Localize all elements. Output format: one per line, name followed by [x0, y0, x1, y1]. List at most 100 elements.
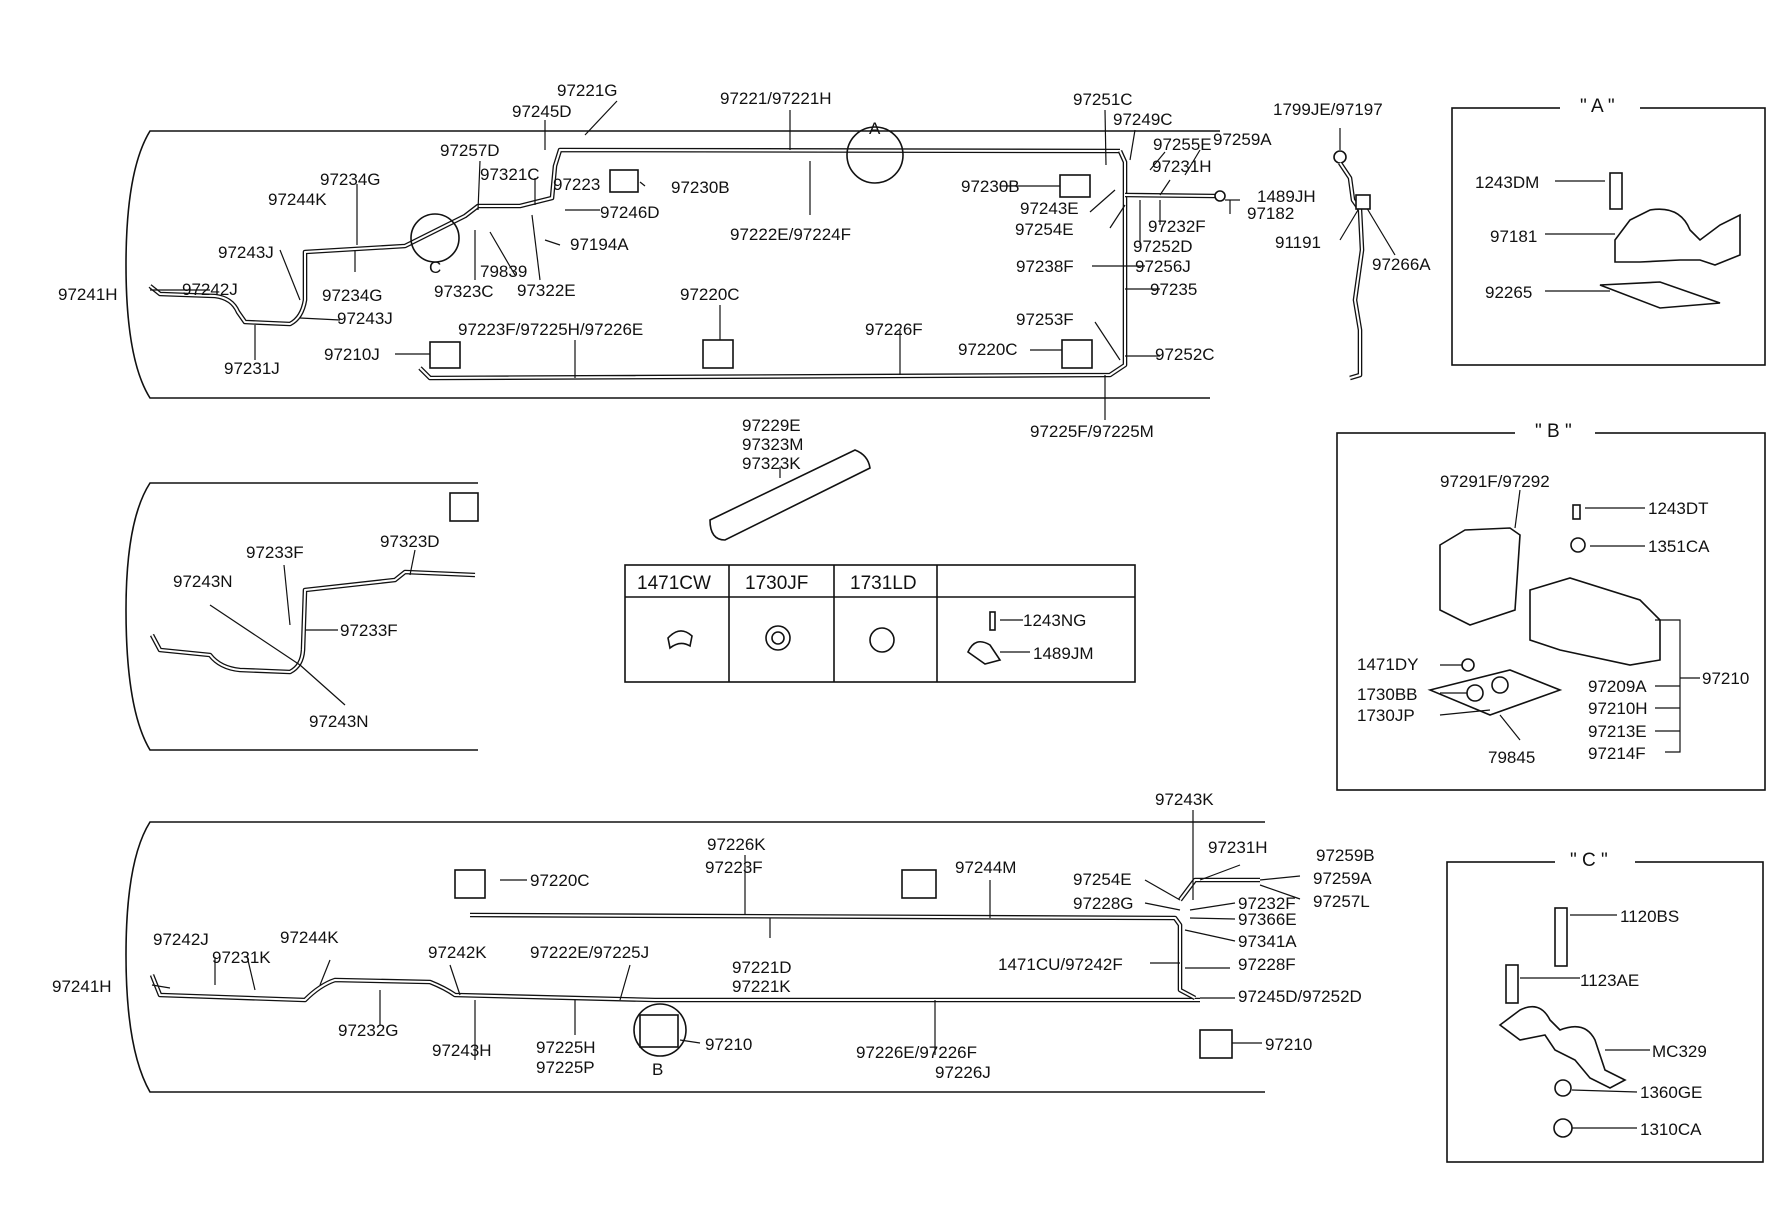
callout-label: 97249C	[1113, 110, 1173, 129]
clamp-1471cw	[667, 630, 693, 650]
middle-body-outline	[125, 482, 478, 751]
callout-label: 1799JE/97197	[1273, 100, 1383, 119]
pad-92265	[1599, 281, 1721, 309]
callout-label: 97244K	[268, 190, 327, 209]
clip-1489jh	[1214, 190, 1226, 202]
clip-97210j	[429, 341, 461, 369]
callout-label: 97222E/97224F	[730, 225, 851, 244]
callout-label: 97243H	[432, 1041, 492, 1060]
callout-label: 97228F	[1238, 955, 1296, 974]
callout-label: 97257L	[1313, 892, 1370, 911]
callout-label: 97243E	[1020, 199, 1079, 218]
callout-label: 97182	[1247, 204, 1294, 223]
grommet-1730jp	[1491, 676, 1509, 694]
plate-79845	[1427, 669, 1563, 716]
callout-label: 1471DY	[1357, 655, 1418, 674]
callout-label: 97234G	[322, 286, 383, 305]
callout-label: 97243N	[173, 572, 233, 591]
detail-c-panel: " C " 1120BS 1123AE MC329 1360GE 1310CA	[1446, 850, 1764, 1163]
callout-label: 97321C	[480, 165, 540, 184]
callout-label: 97253F	[1016, 310, 1074, 329]
washer-1351ca	[1570, 537, 1586, 553]
callout-label: 97223	[553, 175, 600, 194]
callout-label: 97226E/97226F	[856, 1043, 977, 1062]
cover-97291f	[1439, 527, 1521, 626]
callout-label: 97225P	[536, 1058, 595, 1077]
callout-label: 97223F/97225H/97226E	[458, 320, 643, 339]
screw-1243dt	[1572, 504, 1581, 520]
callout-label: MC329	[1652, 1042, 1707, 1061]
callout-label: 97221G	[557, 81, 618, 100]
callout-label: 97222E/97225J	[530, 943, 649, 962]
callout-label: 97252C	[1155, 345, 1215, 364]
callout-label: 91191	[1275, 233, 1321, 252]
callout-label: 1730BB	[1357, 685, 1418, 704]
callout-label: 97209A	[1588, 677, 1647, 696]
callout-label: 97221/97221H	[720, 89, 832, 108]
callout-label: 97214F	[1588, 744, 1646, 763]
bottom-body-outline	[125, 821, 1265, 1093]
clip-97220c-right	[1061, 339, 1093, 369]
table-header: 1731LD	[850, 573, 917, 594]
fitting-1799je	[1333, 150, 1347, 164]
callout-label: 97244M	[955, 858, 1016, 877]
plug-1731ld	[869, 627, 895, 653]
callout-label: 97234G	[320, 170, 381, 189]
clip-97230b-left	[609, 169, 639, 193]
clip-97266a	[1355, 194, 1371, 210]
callout-label: 97213E	[1588, 722, 1647, 741]
callout-label: 1489JM	[1033, 644, 1093, 663]
hose	[709, 449, 871, 541]
bottom-fuel-line	[149, 877, 1260, 1003]
top-body-outline	[125, 130, 1220, 399]
callout-label: 97251C	[1073, 90, 1133, 109]
callout-label: 97225H	[536, 1038, 596, 1057]
callout-label: 97252D	[1133, 237, 1193, 256]
callout-label: C	[429, 258, 441, 277]
callout-label: 97230B	[671, 178, 730, 197]
callout-label: 97229E	[742, 416, 801, 435]
callout-label: 97243N	[309, 712, 369, 731]
callout-label: 1243DT	[1648, 499, 1708, 518]
callout-label: 97243K	[1155, 790, 1214, 809]
screw-1243ng	[989, 611, 996, 631]
clip-97230b-right	[1059, 174, 1091, 198]
callout-label: 97341A	[1238, 932, 1297, 951]
callout-label: 97232F	[1238, 894, 1296, 913]
callout-label: 92265	[1485, 283, 1532, 302]
clip-97210-left	[639, 1014, 679, 1048]
bolt-1123ae	[1505, 964, 1519, 1004]
callout-label: 97323D	[380, 532, 440, 551]
callout-label: B	[652, 1060, 663, 1079]
callout-label: 97231H	[1152, 157, 1212, 176]
clip-97244m	[901, 869, 937, 899]
callout-label: 97221K	[732, 977, 791, 996]
callout-label: 79839	[480, 262, 527, 281]
callout-label: 97232G	[338, 1021, 399, 1040]
clip-97220c-center	[702, 339, 734, 369]
callout-label: 1360GE	[1640, 1083, 1702, 1102]
unit-97210	[1529, 577, 1661, 666]
top-view-leaders	[150, 100, 1240, 420]
bolt-1243dm	[1609, 172, 1623, 210]
callout-label: A	[869, 119, 881, 138]
callout-label: 97238F	[1016, 257, 1074, 276]
callout-label: 97210H	[1588, 699, 1648, 718]
callout-label: 97230B	[961, 177, 1020, 196]
callout-label: 97245D/97252D	[1238, 987, 1362, 1006]
callout-label: 97323M	[742, 435, 803, 454]
callout-label: 97221D	[732, 958, 792, 977]
callout-label: 97255E	[1153, 135, 1212, 154]
washer-1360ge	[1554, 1079, 1572, 1097]
callout-label: 97181	[1490, 227, 1537, 246]
fuel-line-view	[1333, 128, 1396, 381]
callout-label: 97259B	[1316, 846, 1375, 865]
callout-label: 97231K	[212, 948, 271, 967]
nut-1310ca	[1553, 1118, 1573, 1138]
detail-b-title: " B "	[1535, 421, 1572, 442]
callout-label: 97210	[705, 1035, 752, 1054]
bolt-1120bs	[1554, 907, 1568, 967]
callout-label: 1489JH	[1257, 187, 1316, 206]
callout-label: 97323K	[742, 454, 801, 473]
